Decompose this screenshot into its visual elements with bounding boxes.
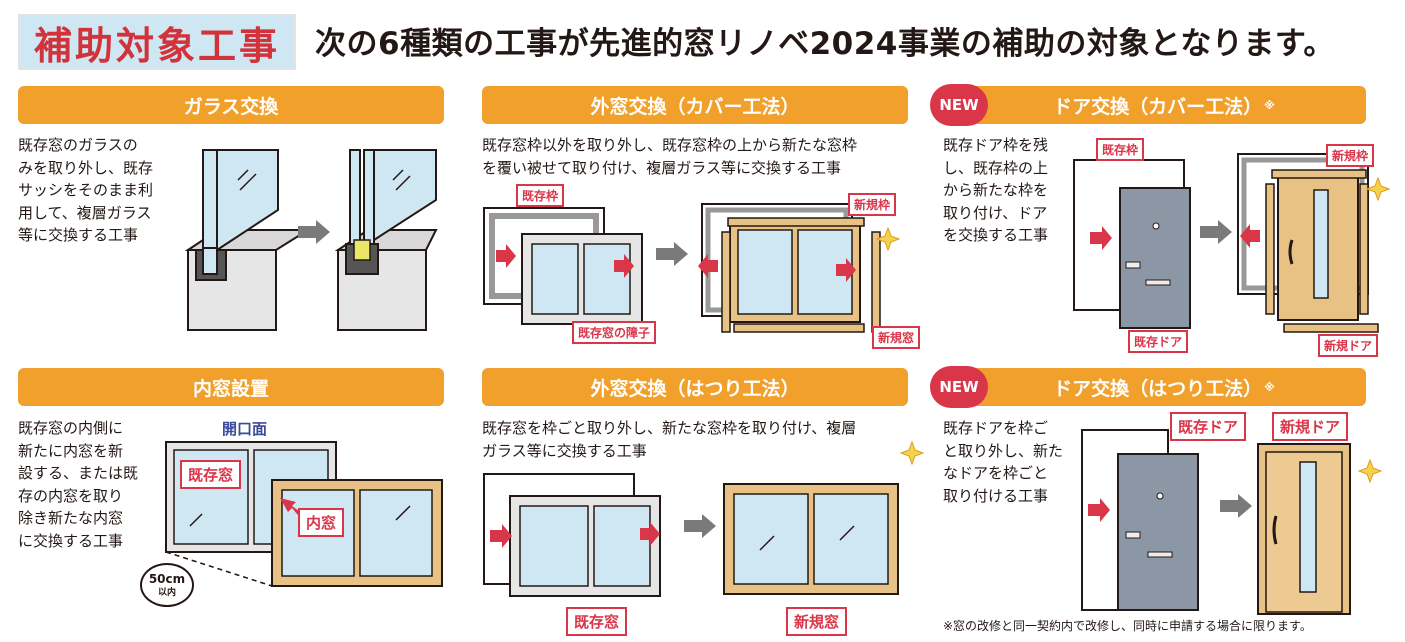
new-badge: NEW bbox=[930, 366, 988, 408]
outer-cover-illustration bbox=[483, 203, 900, 333]
label-new-window: 新規窓 bbox=[786, 607, 848, 636]
section-badge: 補助対象工事 bbox=[18, 14, 296, 70]
section-title-glass-replacement: ガラス交換 bbox=[18, 86, 444, 124]
label-opening-surface: 開口面 bbox=[222, 420, 268, 438]
door-cover-description: 既存ドア枠を残し、既存枠の上から新たな枠を取り付け、ドアを交換する工事 bbox=[943, 136, 1049, 244]
label-existing-frame: 既存枠 bbox=[516, 184, 565, 207]
door-cover-illustration bbox=[1073, 153, 1391, 333]
section-title-door-chipping: ドア交換（はつり工法）※ bbox=[962, 368, 1366, 406]
door-chipping-title-text: ドア交換（はつり工法） bbox=[1053, 377, 1263, 400]
label-existing-sash: 既存窓の障子 bbox=[572, 321, 657, 344]
section-title-outer-window-chipping: 外窓交換（はつり工法） bbox=[482, 368, 908, 406]
outer-chipping-illustration bbox=[483, 473, 899, 597]
footnote: ※窓の改修と同一契約内で改修し、同時に申請する場合に限ります。 bbox=[943, 619, 1312, 633]
label-existing-frame: 既存枠 bbox=[1096, 138, 1145, 161]
glass-replacement-illustration bbox=[184, 149, 438, 331]
label-new-frame: 新規枠 bbox=[1326, 144, 1375, 167]
label-new-door: 新規ドア bbox=[1272, 412, 1349, 441]
label-new-frame: 新規枠 bbox=[848, 193, 897, 216]
label-existing-window: 既存窓 bbox=[566, 607, 628, 636]
label-inner-window: 内窓 bbox=[298, 508, 345, 537]
new-badge: NEW bbox=[930, 84, 988, 126]
section-title-outer-window-cover: 外窓交換（カバー工法） bbox=[482, 86, 908, 124]
door-chipping-illustration bbox=[1081, 429, 1383, 615]
outer-cover-description: 既存窓枠以外を取り外し、既存窓枠の上から新たな窓枠を覆い被せて取り付け、複層ガラ… bbox=[482, 136, 858, 177]
outer-chipping-description: 既存窓を枠ごと取り外し、新たな窓枠を取り付け、複層ガラス等に交換する工事 bbox=[482, 419, 857, 460]
label-existing-window: 既存窓 bbox=[180, 460, 242, 489]
label-new-window: 新規窓 bbox=[872, 326, 921, 349]
label-existing-door: 既存ドア bbox=[1128, 330, 1189, 353]
inner-window-description: 既存窓の内側に新たに内窓を新設する、または既存の内窓を取り除き新たな内窓に交換す… bbox=[18, 419, 139, 550]
sparkle-icon bbox=[899, 440, 925, 466]
section-title-inner-window: 内窓設置 bbox=[18, 368, 444, 406]
door-cover-title-text: ドア交換（カバー工法） bbox=[1053, 95, 1263, 118]
glass-description: 既存窓のガラスのみを取り外し、既存サッシをそのまま利用して、複層ガラス等に交換す… bbox=[18, 136, 154, 244]
label-existing-door: 既存ドア bbox=[1170, 412, 1247, 441]
section-title-door-cover: ドア交換（カバー工法）※ bbox=[962, 86, 1366, 124]
door-chipping-description: 既存ドアを枠ごと取り外し、新たなドアを枠ごと取り付ける工事 bbox=[943, 419, 1064, 505]
door-chipping-title-mark: ※ bbox=[1264, 380, 1275, 394]
door-cover-title-mark: ※ bbox=[1264, 98, 1275, 112]
page-headline: 次の6種類の工事が先進的窓リノベ2024事業の補助の対象となります。 bbox=[315, 26, 1335, 62]
label-new-door: 新規ドア bbox=[1318, 334, 1379, 357]
